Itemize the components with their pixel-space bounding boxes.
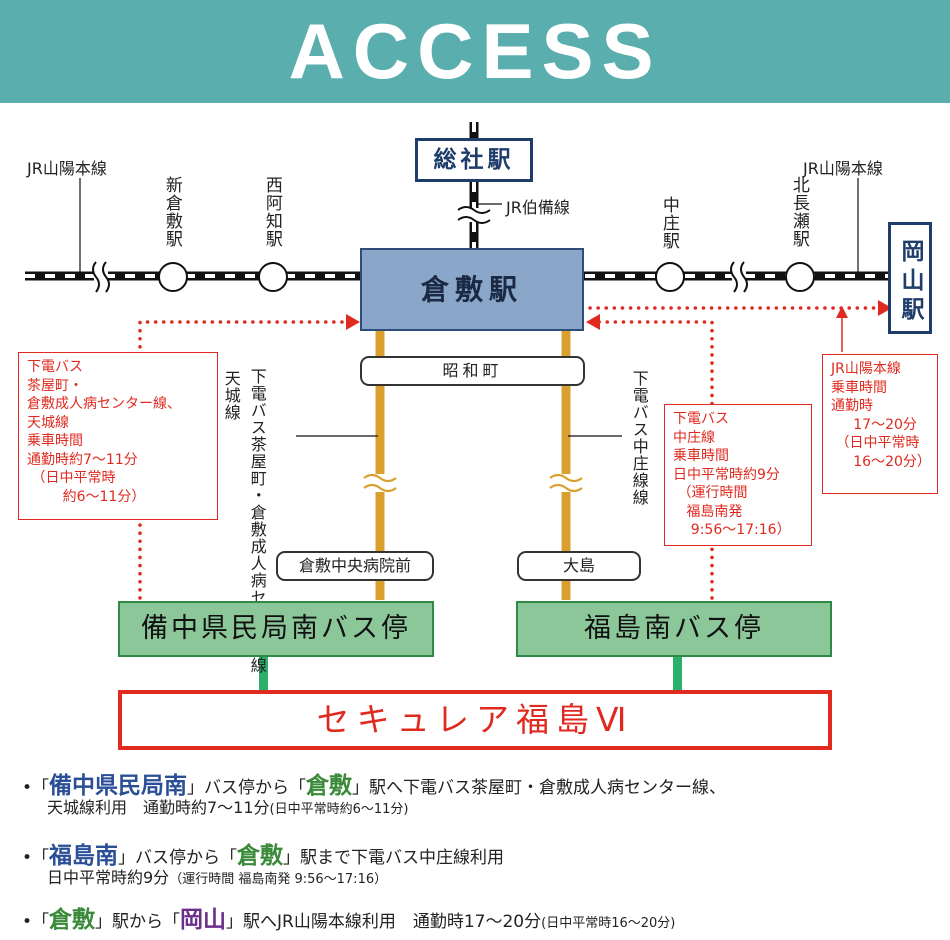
- keyword-fukushima-minami: 福島南: [49, 843, 119, 869]
- keyword-kurashiki-3: 倉敷: [49, 907, 96, 933]
- busstop-fukushima-minami: 福島南バス停: [516, 601, 832, 657]
- okayama-station: 岡山駅: [888, 222, 932, 334]
- note-middle: 下電バス 中庄線 乗車時間 日中平常時約9分 （運行時間 福島南発 9:56～1…: [664, 404, 812, 546]
- station-marker-kitanagase: [785, 262, 815, 292]
- note-right: JR山陽本線 乗車時間 通勤時 17～20分 （日中平常時 16～20分）: [822, 354, 938, 494]
- stop-showacho: 昭和町: [360, 356, 585, 386]
- destination-box: セキュレア福島Ⅵ: [118, 690, 832, 750]
- walk-route-left: [138, 320, 350, 600]
- rail-break: [732, 262, 746, 292]
- stop-oshima: 大島: [517, 551, 641, 581]
- info-line-2-sub: 日中平常時約9分（運行時間 福島南発 9:56～17:16）: [47, 868, 388, 887]
- connector-right: [673, 656, 682, 690]
- route-label-left-2: 天城線: [221, 370, 241, 421]
- note-left: 下電バス 茶屋町・ 倉敷成人病センター線、 天城線 乗車時間 通勤時約7～11分…: [18, 352, 218, 520]
- route-label-right: 下電バス中庄線線: [629, 370, 649, 506]
- stop-kurashiki-chuo-hospital: 倉敷中央病院前: [276, 551, 434, 581]
- station-marker-shinkurashiki: [158, 262, 188, 292]
- info-line-1-sub: 天城線利用 通勤時約7～11分(日中平常時約6～11分): [47, 798, 409, 817]
- jr-hakubi-label: JR伯備線: [506, 198, 570, 217]
- walk-route-right: [596, 320, 714, 600]
- station-marker-nishiachi: [258, 262, 288, 292]
- keyword-bicchu: 備中県民局南: [49, 773, 188, 799]
- route-label-left: 下電バス茶屋町・倉敷成人病センター線: [247, 368, 267, 674]
- jr-sanyo-label-left: JR山陽本線: [27, 159, 107, 178]
- keyword-okayama: 岡山: [180, 907, 227, 933]
- busstop-bicchu-kenmin: 備中県民局南バス停: [118, 601, 434, 657]
- soja-station: 総社駅: [415, 138, 533, 182]
- rail-break: [458, 208, 490, 222]
- info-line-1: •「備中県民局南」バス停から「倉敷」駅へ下電バス茶屋町・倉敷成人病センター線、 …: [22, 773, 727, 817]
- kurashiki-station: 倉敷駅: [360, 248, 584, 331]
- station-label-nishiachi: 西阿知駅: [261, 176, 282, 248]
- connector-left: [259, 656, 268, 690]
- station-label-shinkurashiki: 新倉敷駅: [161, 176, 182, 248]
- jr-sanyo-label-right: JR山陽本線: [803, 159, 883, 178]
- station-label-kitanagase: 北長瀬駅: [788, 176, 809, 248]
- keyword-kurashiki-2: 倉敷: [237, 843, 284, 869]
- rail-break: [94, 262, 108, 292]
- keyword-kurashiki: 倉敷: [306, 773, 353, 799]
- station-label-nakasho: 中庄駅: [658, 196, 679, 250]
- station-marker-nakasho: [655, 262, 685, 292]
- header-band: [0, 0, 950, 103]
- info-line-3: •「倉敷」駅から「岡山」駅へJR山陽本線利用 通勤時17～20分(日中平常時16…: [22, 907, 676, 933]
- info-line-2: •「福島南」バス停から「倉敷」駅まで下電バス中庄線利用 日中平常時約9分（運行時…: [22, 843, 505, 887]
- page-title: ACCESS: [288, 7, 662, 95]
